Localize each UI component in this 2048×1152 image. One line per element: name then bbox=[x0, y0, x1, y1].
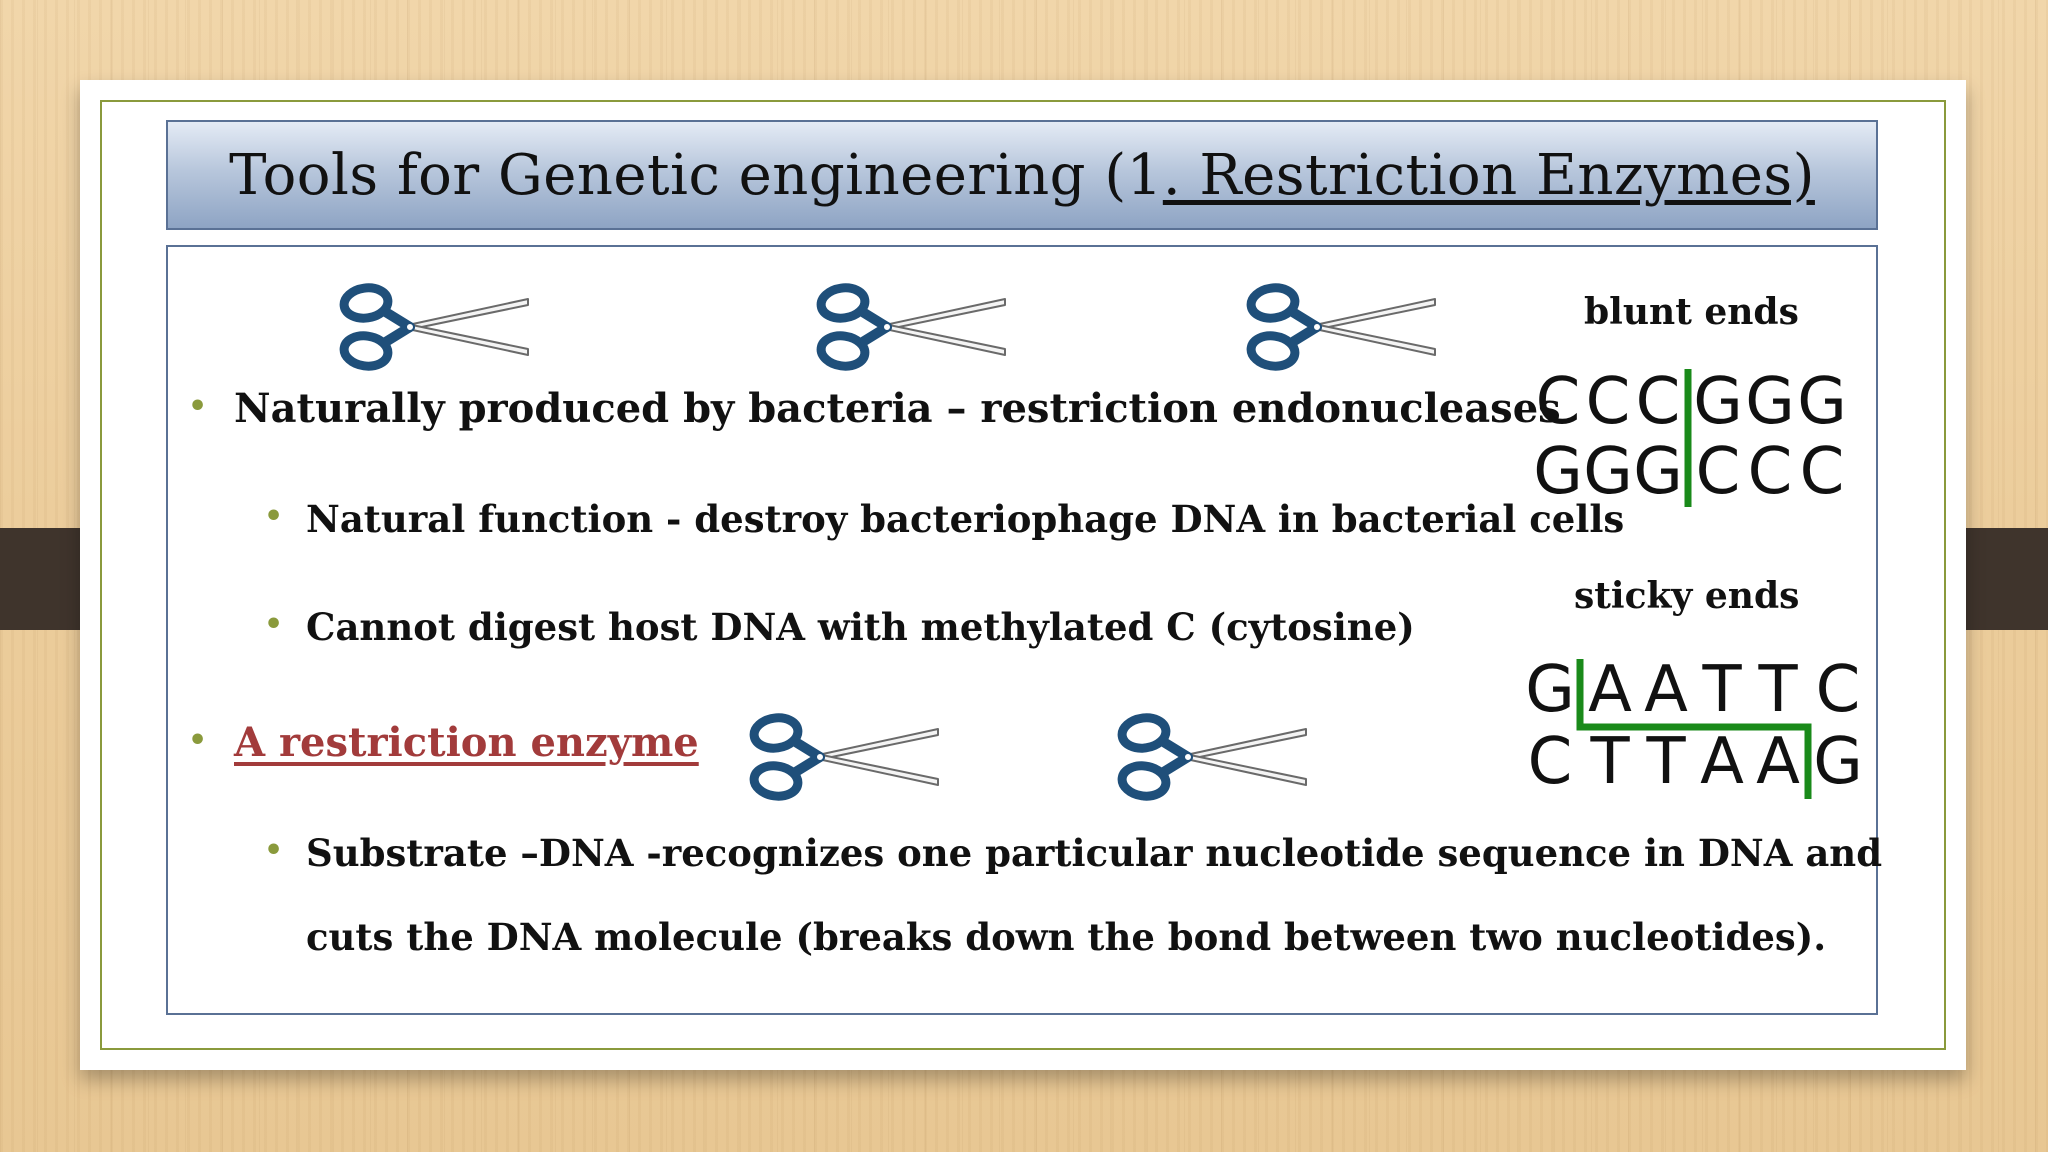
title-underlined: . Restriction Enzymes) bbox=[1162, 142, 1815, 208]
sticky-bottom-base: C bbox=[1528, 725, 1573, 799]
content-box: • Naturally produced by bacteria – restr… bbox=[166, 245, 1882, 1015]
sticky-bottom-base: A bbox=[1756, 725, 1800, 799]
bullet-dot: • bbox=[264, 499, 284, 534]
restriction-enzyme-link[interactable]: A restriction enzyme bbox=[234, 719, 699, 766]
scissors-icon bbox=[816, 283, 1006, 371]
bullet-dot: • bbox=[188, 723, 208, 758]
slide-title: Tools for Genetic engineering (1. Restri… bbox=[229, 143, 1815, 208]
bullet-dot: • bbox=[264, 833, 284, 868]
sticky-ends-heading: sticky ends bbox=[1574, 575, 1800, 617]
sticky-top-base: A bbox=[1588, 653, 1632, 727]
title-bar: Tools for Genetic engineering (1. Restri… bbox=[166, 120, 1878, 230]
blunt-ends-heading: blunt ends bbox=[1584, 291, 1799, 333]
bullet-natural-function-text: Natural function - destroy bacteriophage… bbox=[306, 497, 1625, 541]
bullet-substrate: • Substrate –DNA -recognizes one particu… bbox=[264, 831, 1882, 875]
blunt-top-base: G bbox=[1693, 365, 1743, 439]
blunt-top-base: C bbox=[1536, 365, 1581, 439]
blunt-bottom-base: G bbox=[1533, 435, 1583, 509]
scissors-icon bbox=[749, 713, 939, 801]
sticky-top-base: C bbox=[1816, 653, 1861, 727]
blunt-bottom-base: C bbox=[1748, 435, 1793, 509]
blunt-bottom-base: C bbox=[1696, 435, 1741, 509]
slide-card: Tools for Genetic engineering (1. Restri… bbox=[80, 80, 1966, 1070]
sticky-top-base: T bbox=[1757, 653, 1798, 727]
blunt-bottom-base: G bbox=[1583, 435, 1633, 509]
bullet-methylated-text: Cannot digest host DNA with methylated C… bbox=[306, 605, 1415, 649]
bullet-methylated: • Cannot digest host DNA with methylated… bbox=[264, 605, 1415, 649]
scissors-icon bbox=[1246, 283, 1436, 371]
bullet-dot: • bbox=[264, 607, 284, 642]
bullet-substrate-text-line2: cuts the DNA molecule (breaks down the b… bbox=[306, 915, 1827, 959]
bullet-substrate-text-line1: Substrate –DNA -recognizes one particula… bbox=[306, 831, 1883, 875]
bullet-bacteria-text: Naturally produced by bacteria – restric… bbox=[234, 385, 1561, 432]
bullet-restriction-enzyme: • A restriction enzyme bbox=[188, 719, 699, 766]
bullet-natural-function: • Natural function - destroy bacteriopha… bbox=[264, 497, 1624, 541]
bullet-substrate-continued: cuts the DNA molecule (breaks down the b… bbox=[306, 915, 1826, 959]
blunt-bottom-base: G bbox=[1633, 435, 1683, 509]
sticky-top-base: T bbox=[1701, 653, 1742, 727]
blunt-ends-diagram: C C C G G G G G G C C C bbox=[1533, 365, 1847, 509]
blunt-bottom-base: C bbox=[1800, 435, 1845, 509]
bullet-bacteria: • Naturally produced by bacteria – restr… bbox=[188, 385, 1561, 432]
blunt-top-base: C bbox=[1586, 365, 1631, 439]
scissors-icon bbox=[1117, 713, 1307, 801]
blunt-top-base: G bbox=[1797, 365, 1847, 439]
sticky-bottom-base: T bbox=[1589, 725, 1630, 799]
sticky-top-base: A bbox=[1644, 653, 1688, 727]
sticky-bottom-base: G bbox=[1813, 725, 1863, 799]
sticky-cut-line bbox=[1576, 659, 1812, 799]
slide-inner-border bbox=[100, 100, 1946, 1050]
sticky-ends-diagram: G A A T T C C T T A A G bbox=[1525, 653, 1863, 799]
title-prefix: Tools for Genetic engineering (1 bbox=[229, 142, 1163, 208]
blunt-top-base: G bbox=[1745, 365, 1795, 439]
sticky-top-base: G bbox=[1525, 653, 1575, 727]
bullet-dot: • bbox=[188, 389, 208, 424]
sticky-bottom-base: T bbox=[1645, 725, 1686, 799]
sticky-bottom-base: A bbox=[1700, 725, 1744, 799]
scissors-icon bbox=[339, 283, 529, 371]
blunt-top-base: C bbox=[1636, 365, 1681, 439]
